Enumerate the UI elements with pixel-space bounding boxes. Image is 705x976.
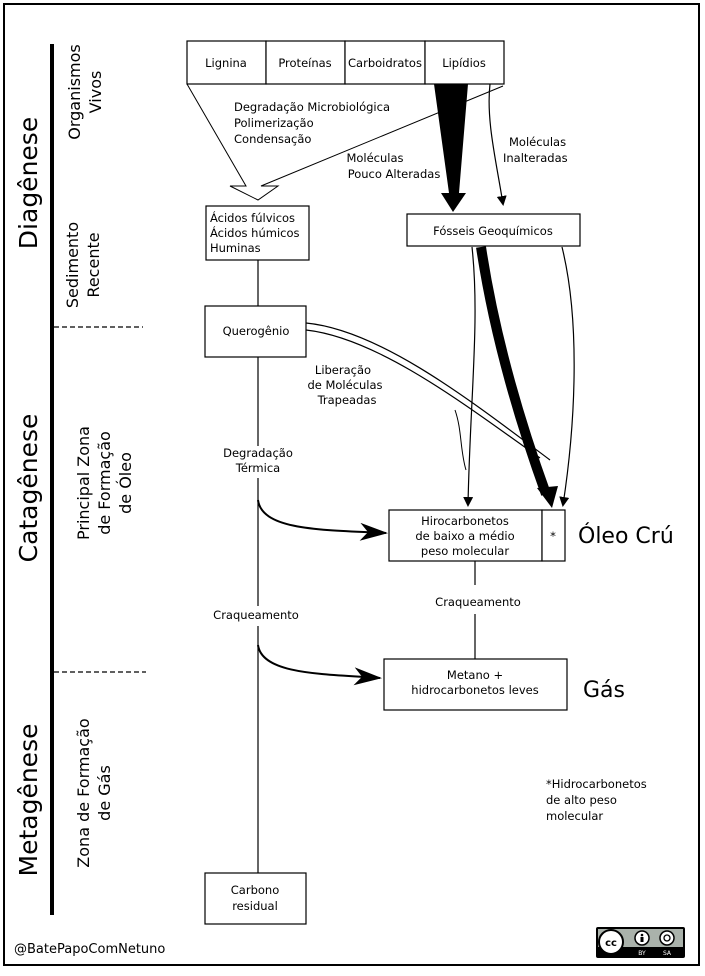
box-fosseis: Fósseis Geoquímicos [406,213,581,247]
svg-text:Huminas: Huminas [210,241,261,255]
svg-text:de alto peso: de alto peso [546,793,617,807]
liberacao-line-b [305,329,541,459]
svg-text:residual: residual [232,899,278,913]
svg-text:Carboidratos: Carboidratos [348,56,422,70]
note-liberacao: Liberação de Moléculas Trapeadas [307,363,382,407]
cc-license-badge: cc BY SA [596,927,685,958]
svg-text:Ácidos fúlvicos: Ácidos fúlvicos [210,210,295,225]
thin-arrow-fosseis-right [559,246,575,507]
svg-text:Principal Zona: Principal Zona [74,426,93,540]
svg-text:SA: SA [663,950,672,957]
svg-text:Térmica: Térmica [235,461,280,475]
product-gas: Gás [583,678,625,703]
funnel-arrow [186,83,504,201]
box-lignina: Lignina [186,40,267,85]
svg-text:Degradação: Degradação [223,446,293,460]
svg-text:de Formação: de Formação [95,431,114,535]
svg-text:Inalteradas: Inalteradas [503,151,568,165]
svg-text:Carbono: Carbono [231,883,279,897]
box-lipidios: Lipídios [424,40,505,85]
thick-arrow-lipidios [434,84,468,212]
box-carboidratos: Carboidratos [344,40,426,85]
zone-sedimento: Sedimento Recente [63,222,103,308]
box-acidos: Ácidos fúlvicos Ácidos húmicos Huminas [205,205,310,261]
svg-text:Hirocarbonetos: Hirocarbonetos [421,514,509,528]
box-carbono: Carbono residual [204,872,307,925]
svg-text:Lipídios: Lipídios [442,56,486,70]
svg-text:Vivos: Vivos [86,71,105,114]
svg-text:Polimerização: Polimerização [234,116,314,130]
arrow-to-hidrocarbonetos [257,499,388,541]
svg-text:Pouco Alteradas: Pouco Alteradas [348,167,441,181]
svg-text:hidrocarbonetos leves: hidrocarbonetos leves [411,683,538,697]
box-metano: Metano + hidrocarbonetos leves [383,658,568,711]
svg-text:Metano +: Metano + [447,668,503,682]
note-pouco-alteradas: Moléculas Pouco Alteradas [346,151,440,181]
note-craqueamento-right: Craqueamento [435,595,521,609]
thin-arrow-inalteradas [488,83,507,206]
phase-diagenese: Diagênese [14,117,43,249]
zone-organismos: Organismos Vivos [65,44,105,139]
svg-text:Lignina: Lignina [205,56,247,70]
svg-text:Fósseis Geoquímicos: Fósseis Geoquímicos [433,224,553,238]
svg-text:Degradação Microbiológica: Degradação Microbiológica [234,100,390,114]
svg-text:de baixo a médio: de baixo a médio [415,529,514,543]
thick-arrow-fosseis-head [537,486,558,508]
box-asterisk: * [541,509,566,562]
thin-arrow-fosseis-left [463,246,476,507]
svg-text:de Moléculas: de Moléculas [307,378,382,392]
note-inalteradas: Moléculas Inalteradas [503,135,568,165]
thick-arrow-fosseis [476,246,551,496]
svg-text:Trapeadas: Trapeadas [317,393,377,407]
svg-text:de Óleo: de Óleo [116,452,135,514]
liberacao-line-a [305,322,551,461]
svg-text:Organismos: Organismos [65,44,84,139]
box-hidrocarbonetos: Hirocarbonetos de baixo a médio peso mol… [388,509,543,562]
svg-text:Moléculas: Moléculas [509,135,566,149]
svg-text:Recente: Recente [84,232,103,297]
phase-metagenese: Metagênese [14,724,43,877]
note-degradacao-termica: Degradação Térmica [223,446,293,475]
svg-text:de Gás: de Gás [95,765,114,821]
note-degradacao: Degradação Microbiológica Polimerização … [234,100,390,146]
cc-icon [598,929,624,955]
svg-text:*Hidrocarbonetos: *Hidrocarbonetos [546,777,647,791]
thin-liberacao-drop [454,409,467,471]
svg-text:Liberação: Liberação [315,363,371,377]
svg-text:peso molecular: peso molecular [421,544,509,558]
svg-text:cc: cc [605,938,617,949]
svg-text:Ácidos húmicos: Ácidos húmicos [210,225,300,240]
svg-text:Moléculas: Moléculas [346,151,403,165]
credit-text: @BatePapoComNetuno [14,942,165,957]
svg-text:Condensação: Condensação [234,132,311,146]
svg-text:Sedimento: Sedimento [63,222,82,308]
product-oleo: Óleo Crú [578,523,674,549]
arrow-to-metano [257,644,382,686]
svg-text:molecular: molecular [546,809,603,823]
zone-oleo: Principal Zona de Formação de Óleo [74,426,135,540]
svg-text:Proteínas: Proteínas [278,56,331,70]
outer-frame [3,3,700,966]
phase-catagenese: Catagênese [14,414,43,563]
note-craqueamento-left: Craqueamento [213,608,299,622]
svg-text:Querogênio: Querogênio [223,324,290,338]
svg-text:BY: BY [638,950,646,957]
box-proteinas: Proteínas [265,40,346,85]
box-querogenio: Querogênio [204,305,307,358]
sa-icon [659,930,675,946]
svg-text:Zona de Formação: Zona de Formação [74,718,93,867]
svg-text:*: * [550,529,556,543]
zone-gas: Zona de Formação de Gás [74,718,114,867]
footnote: *Hidrocarbonetos de alto peso molecular [546,777,647,823]
